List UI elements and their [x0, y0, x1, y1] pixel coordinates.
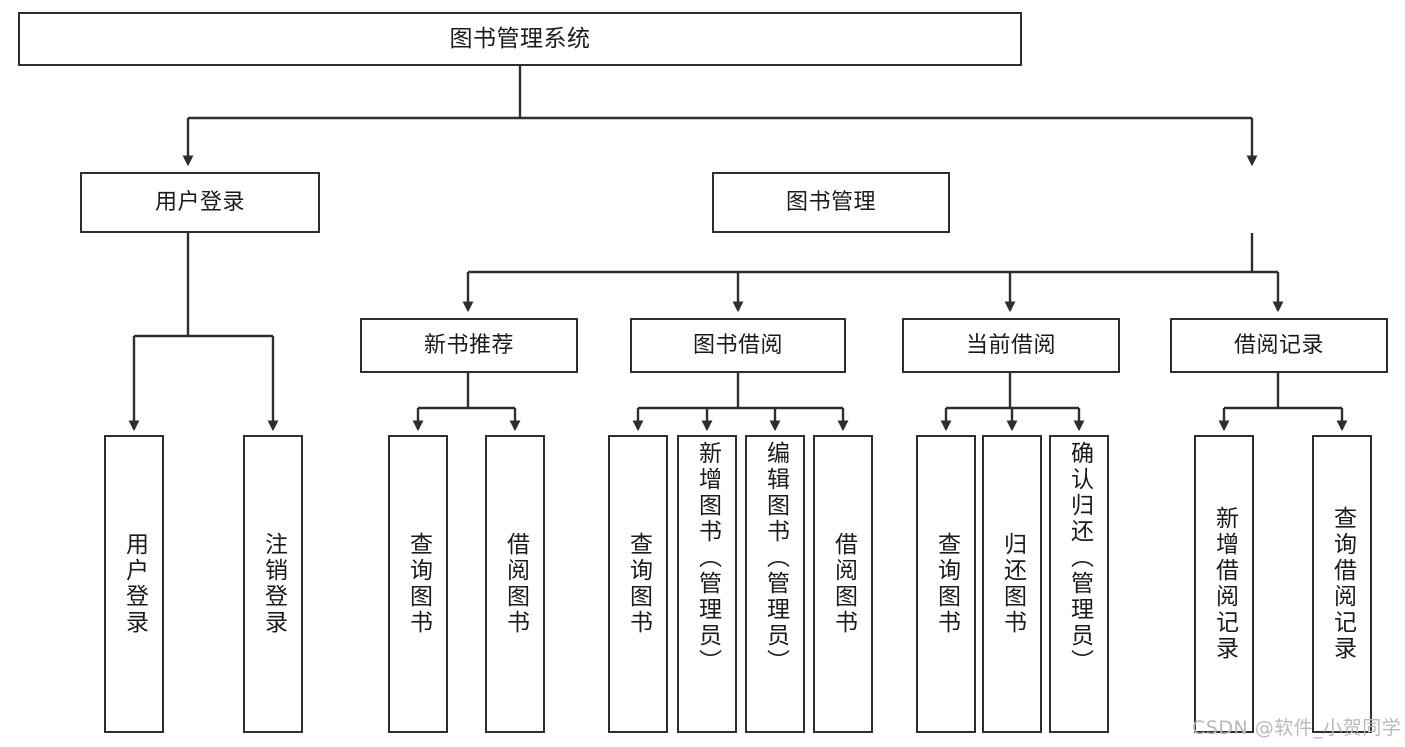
- node-leaf-query-book-1[interactable]: 查询图书: [388, 435, 448, 733]
- node-label: 查询借阅记录: [1329, 506, 1356, 662]
- node-label: 确认归还（管理员）: [1066, 441, 1093, 675]
- node-leaf-borrow-book-2[interactable]: 借阅图书: [813, 435, 873, 733]
- watermark-text: CSDN @软件_小贺同学: [1192, 717, 1402, 739]
- node-borrow-record[interactable]: 借阅记录: [1170, 318, 1388, 373]
- node-label: 借阅图书: [830, 532, 857, 636]
- node-label: 借阅记录: [1233, 332, 1324, 358]
- node-leaf-user-login[interactable]: 用户登录: [104, 435, 164, 733]
- node-leaf-query-record[interactable]: 查询借阅记录: [1312, 435, 1372, 733]
- node-label: 借阅图书: [502, 532, 529, 636]
- node-label: 用户登录: [121, 532, 148, 636]
- node-leaf-logout[interactable]: 注销登录: [243, 435, 303, 733]
- node-user-login[interactable]: 用户登录: [80, 172, 320, 233]
- node-leaf-borrow-book-1[interactable]: 借阅图书: [485, 435, 545, 733]
- node-leaf-query-book-2[interactable]: 查询图书: [608, 435, 668, 733]
- node-root-system[interactable]: 图书管理系统: [18, 12, 1022, 66]
- node-label: 查询图书: [933, 532, 960, 636]
- node-label: 图书借阅: [692, 332, 783, 358]
- node-current-borrow[interactable]: 当前借阅: [902, 318, 1120, 373]
- node-leaf-edit-book[interactable]: 编辑图书（管理员）: [745, 435, 805, 733]
- node-label: 归还图书: [999, 532, 1026, 636]
- node-label: 图书管理: [785, 189, 876, 215]
- node-label: 新增借阅记录: [1211, 506, 1238, 662]
- node-book-manage[interactable]: 图书管理: [712, 172, 950, 233]
- node-label: 新增图书（管理员）: [694, 441, 721, 675]
- node-label: 用户登录: [154, 189, 245, 215]
- node-label: 图书管理系统: [449, 25, 591, 52]
- node-leaf-add-book[interactable]: 新增图书（管理员）: [677, 435, 737, 733]
- node-new-book-recommend[interactable]: 新书推荐: [360, 318, 578, 373]
- node-leaf-add-record[interactable]: 新增借阅记录: [1194, 435, 1254, 733]
- node-label: 查询图书: [405, 532, 432, 636]
- node-label: 查询图书: [625, 532, 652, 636]
- node-label: 注销登录: [260, 532, 287, 636]
- node-label: 当前借阅: [965, 332, 1056, 358]
- node-label: 新书推荐: [423, 332, 514, 358]
- node-leaf-return-book[interactable]: 归还图书: [982, 435, 1042, 733]
- node-leaf-query-book-3[interactable]: 查询图书: [916, 435, 976, 733]
- node-book-borrow[interactable]: 图书借阅: [630, 318, 846, 373]
- node-label: 编辑图书（管理员）: [762, 441, 789, 675]
- node-leaf-confirm-return[interactable]: 确认归还（管理员）: [1049, 435, 1109, 733]
